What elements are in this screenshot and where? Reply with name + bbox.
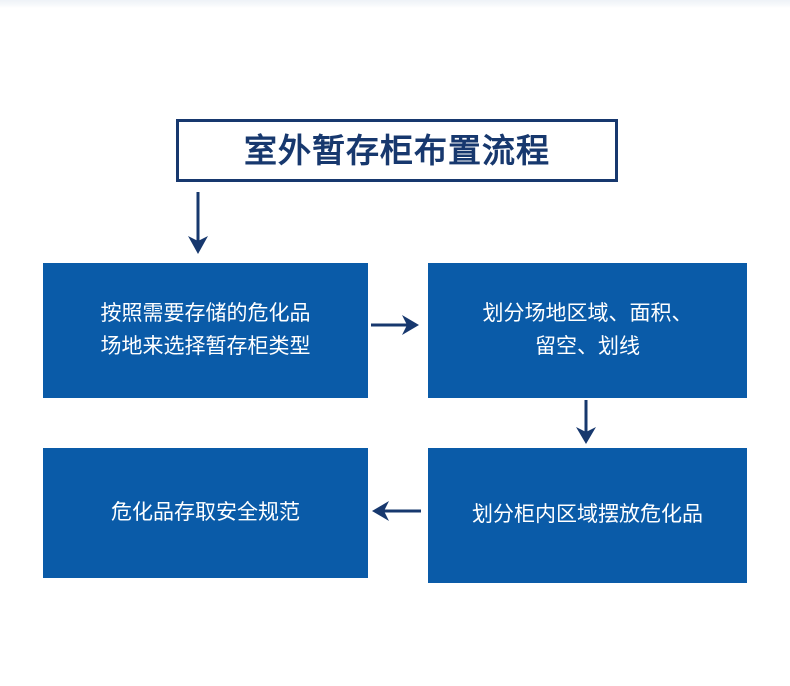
- page-title: 室外暂存柜布置流程: [244, 132, 550, 169]
- arrow-down-icon-title-to-step1: [178, 192, 218, 256]
- arrow-left-icon-step3-to-step4: [371, 496, 421, 526]
- flowchart-step-4[interactable]: 危化品存取安全规范: [43, 448, 368, 578]
- flowchart-step-1[interactable]: 按照需要存储的危化品 场地来选择暂存柜类型: [43, 263, 368, 398]
- arrow-down-icon-step2-to-step3: [571, 400, 601, 446]
- flowchart-step-2[interactable]: 划分场地区域、面积、 留空、划线: [428, 263, 747, 398]
- flowchart-step-3[interactable]: 划分柜内区域摆放危化品: [428, 448, 747, 583]
- flowchart-step-1-label: 按照需要存储的危化品 场地来选择暂存柜类型: [100, 301, 311, 358]
- flowchart-step-4-label: 危化品存取安全规范: [111, 500, 300, 524]
- top-edge-strip: [0, 0, 790, 8]
- arrow-right-icon-step1-to-step2: [371, 310, 421, 340]
- flowchart-step-2-label: 划分场地区域、面积、 留空、划线: [482, 301, 693, 358]
- flowchart-title-box: 室外暂存柜布置流程: [176, 119, 618, 182]
- flowchart-step-3-label: 划分柜内区域摆放危化品: [472, 503, 703, 527]
